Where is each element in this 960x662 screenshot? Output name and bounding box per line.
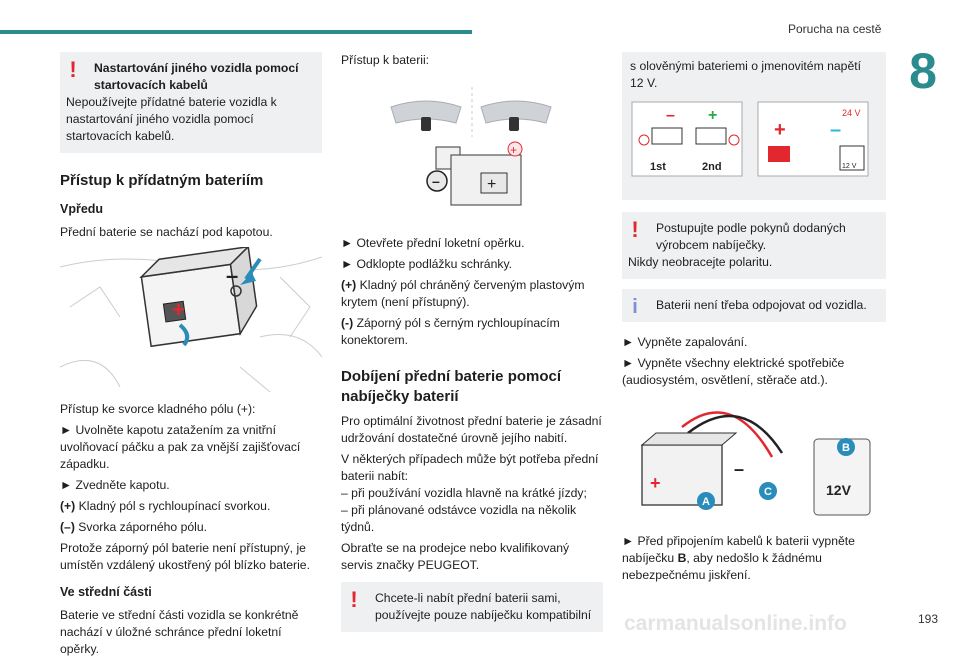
marker-c: C (764, 486, 772, 498)
step-charger-off-a: ► Před připojením kabelů k baterii vypně… (622, 534, 855, 565)
plus-terminal-text-2: (+) Kladný pól chráněný červeným plastov… (341, 277, 603, 311)
minus-terminal-text-2: (-) Záporný pól s černým rychloupínacím … (341, 315, 603, 349)
step-ignition-off: ► Vypněte zapalování. (622, 335, 748, 349)
warning-box-3: ! Postupujte podle pokynů dodaných výrob… (622, 212, 886, 279)
warning-text-2: Chcete-li nabít přední baterii sami, pou… (375, 591, 592, 622)
plus-terminal-text: (+) Kladný pól s rychloupínací svorkou. (60, 498, 322, 515)
minus-desc-2: Záporný pól s černým rychloupínacím kone… (341, 316, 560, 347)
svg-text:–: – (226, 263, 238, 288)
info-box: i Baterii není třeba odpojovat od vozidl… (622, 289, 886, 322)
minus-desc: Svorka záporného pólu. (74, 520, 208, 534)
column-3: s olověnými bateriemi o jmenovitém napět… (622, 52, 886, 588)
plus-desc-2: Kladný pól chráněný červeným plastovým k… (341, 278, 585, 309)
svg-text:+: + (650, 473, 661, 493)
warning-exclamation-icon: ! (69, 57, 77, 82)
label-24v: 24 V (842, 108, 861, 118)
charger-connection-icon: + – 12V A C B (640, 411, 871, 516)
warning-box-2: ! Chcete-li nabít přední baterii sami, p… (341, 582, 603, 632)
plus-label-2: (+) (341, 278, 357, 292)
svg-text:+: + (172, 297, 185, 322)
negative-pole-note: Protože záporný pól baterie není přístup… (60, 541, 310, 572)
step-raise-hood: ► Zvedněte kapotu. (60, 478, 170, 492)
chapter-number: 8 (909, 43, 937, 99)
plus-desc: Kladný pól s rychloupínací svorkou. (75, 499, 271, 513)
step-consumers-off: ► Vypněte všechny elektrické spotřebiče … (622, 356, 845, 387)
column-2: Přístup k baterii: – + + ► Otevřete před… (341, 52, 603, 632)
bullet-short-trips: – při používání vozidla hlavně na krátké… (341, 486, 587, 500)
svg-text:–: – (830, 119, 841, 141)
armrest-battery-icon: – + + (390, 87, 552, 206)
svg-text:+: + (510, 143, 517, 157)
armrest-battery-illustration: – + + (341, 77, 603, 227)
step-fold-floor: ► Odklopte podlážku schránky. (341, 257, 513, 271)
step-charger-off-b: B (677, 551, 687, 565)
battery-under-hood-icon: + – (59, 245, 323, 393)
step-open-armrest: ► Otevřete přední loketní opěrku. (341, 236, 525, 250)
charging-need: V některých případech může být potřeba p… (341, 452, 599, 483)
subsection-front: Vpředu (60, 202, 104, 216)
minus-terminal-text: (–) Svorka záporného pólu. (60, 519, 322, 536)
center-text: Baterie ve střední části vozidla se konk… (60, 608, 299, 656)
page-number: 193 (918, 612, 939, 626)
charger-connection-illustration: + – 12V A C B (622, 397, 886, 527)
svg-text:+: + (708, 107, 717, 124)
plus-label: (+) (60, 499, 76, 513)
front-text: Přední baterie se nachází pod kapotou. (60, 225, 273, 239)
step-charger-off: ► Před připojením kabelů k baterii vypně… (622, 533, 886, 584)
svg-text:+: + (774, 119, 786, 141)
marker-b: B (842, 442, 850, 454)
watermark: carmanualsonline.info (624, 612, 847, 635)
warning-text-3a: Postupujte podle pokynů dodaných výrobce… (656, 221, 846, 252)
label-1st: 1st (650, 161, 666, 173)
step-release-hood: ► Uvolněte kapotu zatažením za vnitřní u… (60, 423, 301, 471)
charger-12v-label: 12V (826, 482, 852, 498)
marker-a: A (702, 496, 710, 508)
info-text: Baterii není třeba odpojovat od vozidla. (656, 298, 867, 312)
warning-text-3b: Nikdy neobracejte polaritu. (628, 255, 773, 269)
page-header-title: Porucha na cestě (788, 22, 882, 36)
minus-label-2: (-) (341, 316, 354, 330)
warning-text: Nepoužívejte přídatné baterie vozidla k … (66, 95, 277, 143)
voltage-box: s olověnými bateriemi o jmenovitém napět… (622, 52, 886, 200)
access-intro: Přístup k baterii: (341, 53, 430, 67)
warning-box: ! Nastartování jiného vozidla pomocí sta… (60, 52, 322, 153)
label-12v: 12 V (842, 163, 857, 170)
bullet-storage: – při plánované odstávce vozidla na něko… (341, 503, 577, 534)
charging-intro: Pro optimální životnost přední baterie j… (341, 414, 602, 445)
header-accent-bar (0, 30, 472, 34)
engine-bay-illustration: + – (59, 245, 323, 397)
warning-exclamation-icon: ! (631, 217, 639, 242)
dealer-note: Obraťte se na prodejce nebo kvalifikovan… (341, 541, 570, 572)
warning-title: Nastartování jiného vozidla pomocí start… (94, 61, 299, 92)
column-1: ! Nastartování jiného vozidla pomocí sta… (59, 52, 323, 662)
svg-text:–: – (666, 107, 675, 124)
step-charger-off-c: , aby nedošlo k žádnému nebezpečnému jis… (622, 551, 822, 582)
voltage-text: s olověnými bateriemi o jmenovitém napět… (630, 59, 861, 90)
charging-section-title: Dobíjení přední baterie pomocí nabíječky… (341, 368, 562, 405)
charger-rules-icon: – + 1st 2nd 24 V + – 12 V (631, 101, 869, 177)
subsection-center: Ve střední části (60, 585, 152, 599)
svg-text:–: – (734, 459, 744, 479)
info-icon: i (632, 296, 638, 318)
svg-text:+: + (487, 176, 496, 193)
label-2nd: 2nd (702, 161, 722, 173)
svg-text:–: – (432, 173, 440, 189)
section-title: Přístup k přídatným bateriím (60, 172, 264, 189)
minus-label: (–) (60, 520, 75, 534)
plus-access-text: Přístup ke svorce kladného pólu (+): (60, 402, 256, 416)
warning-exclamation-icon: ! (350, 587, 358, 612)
